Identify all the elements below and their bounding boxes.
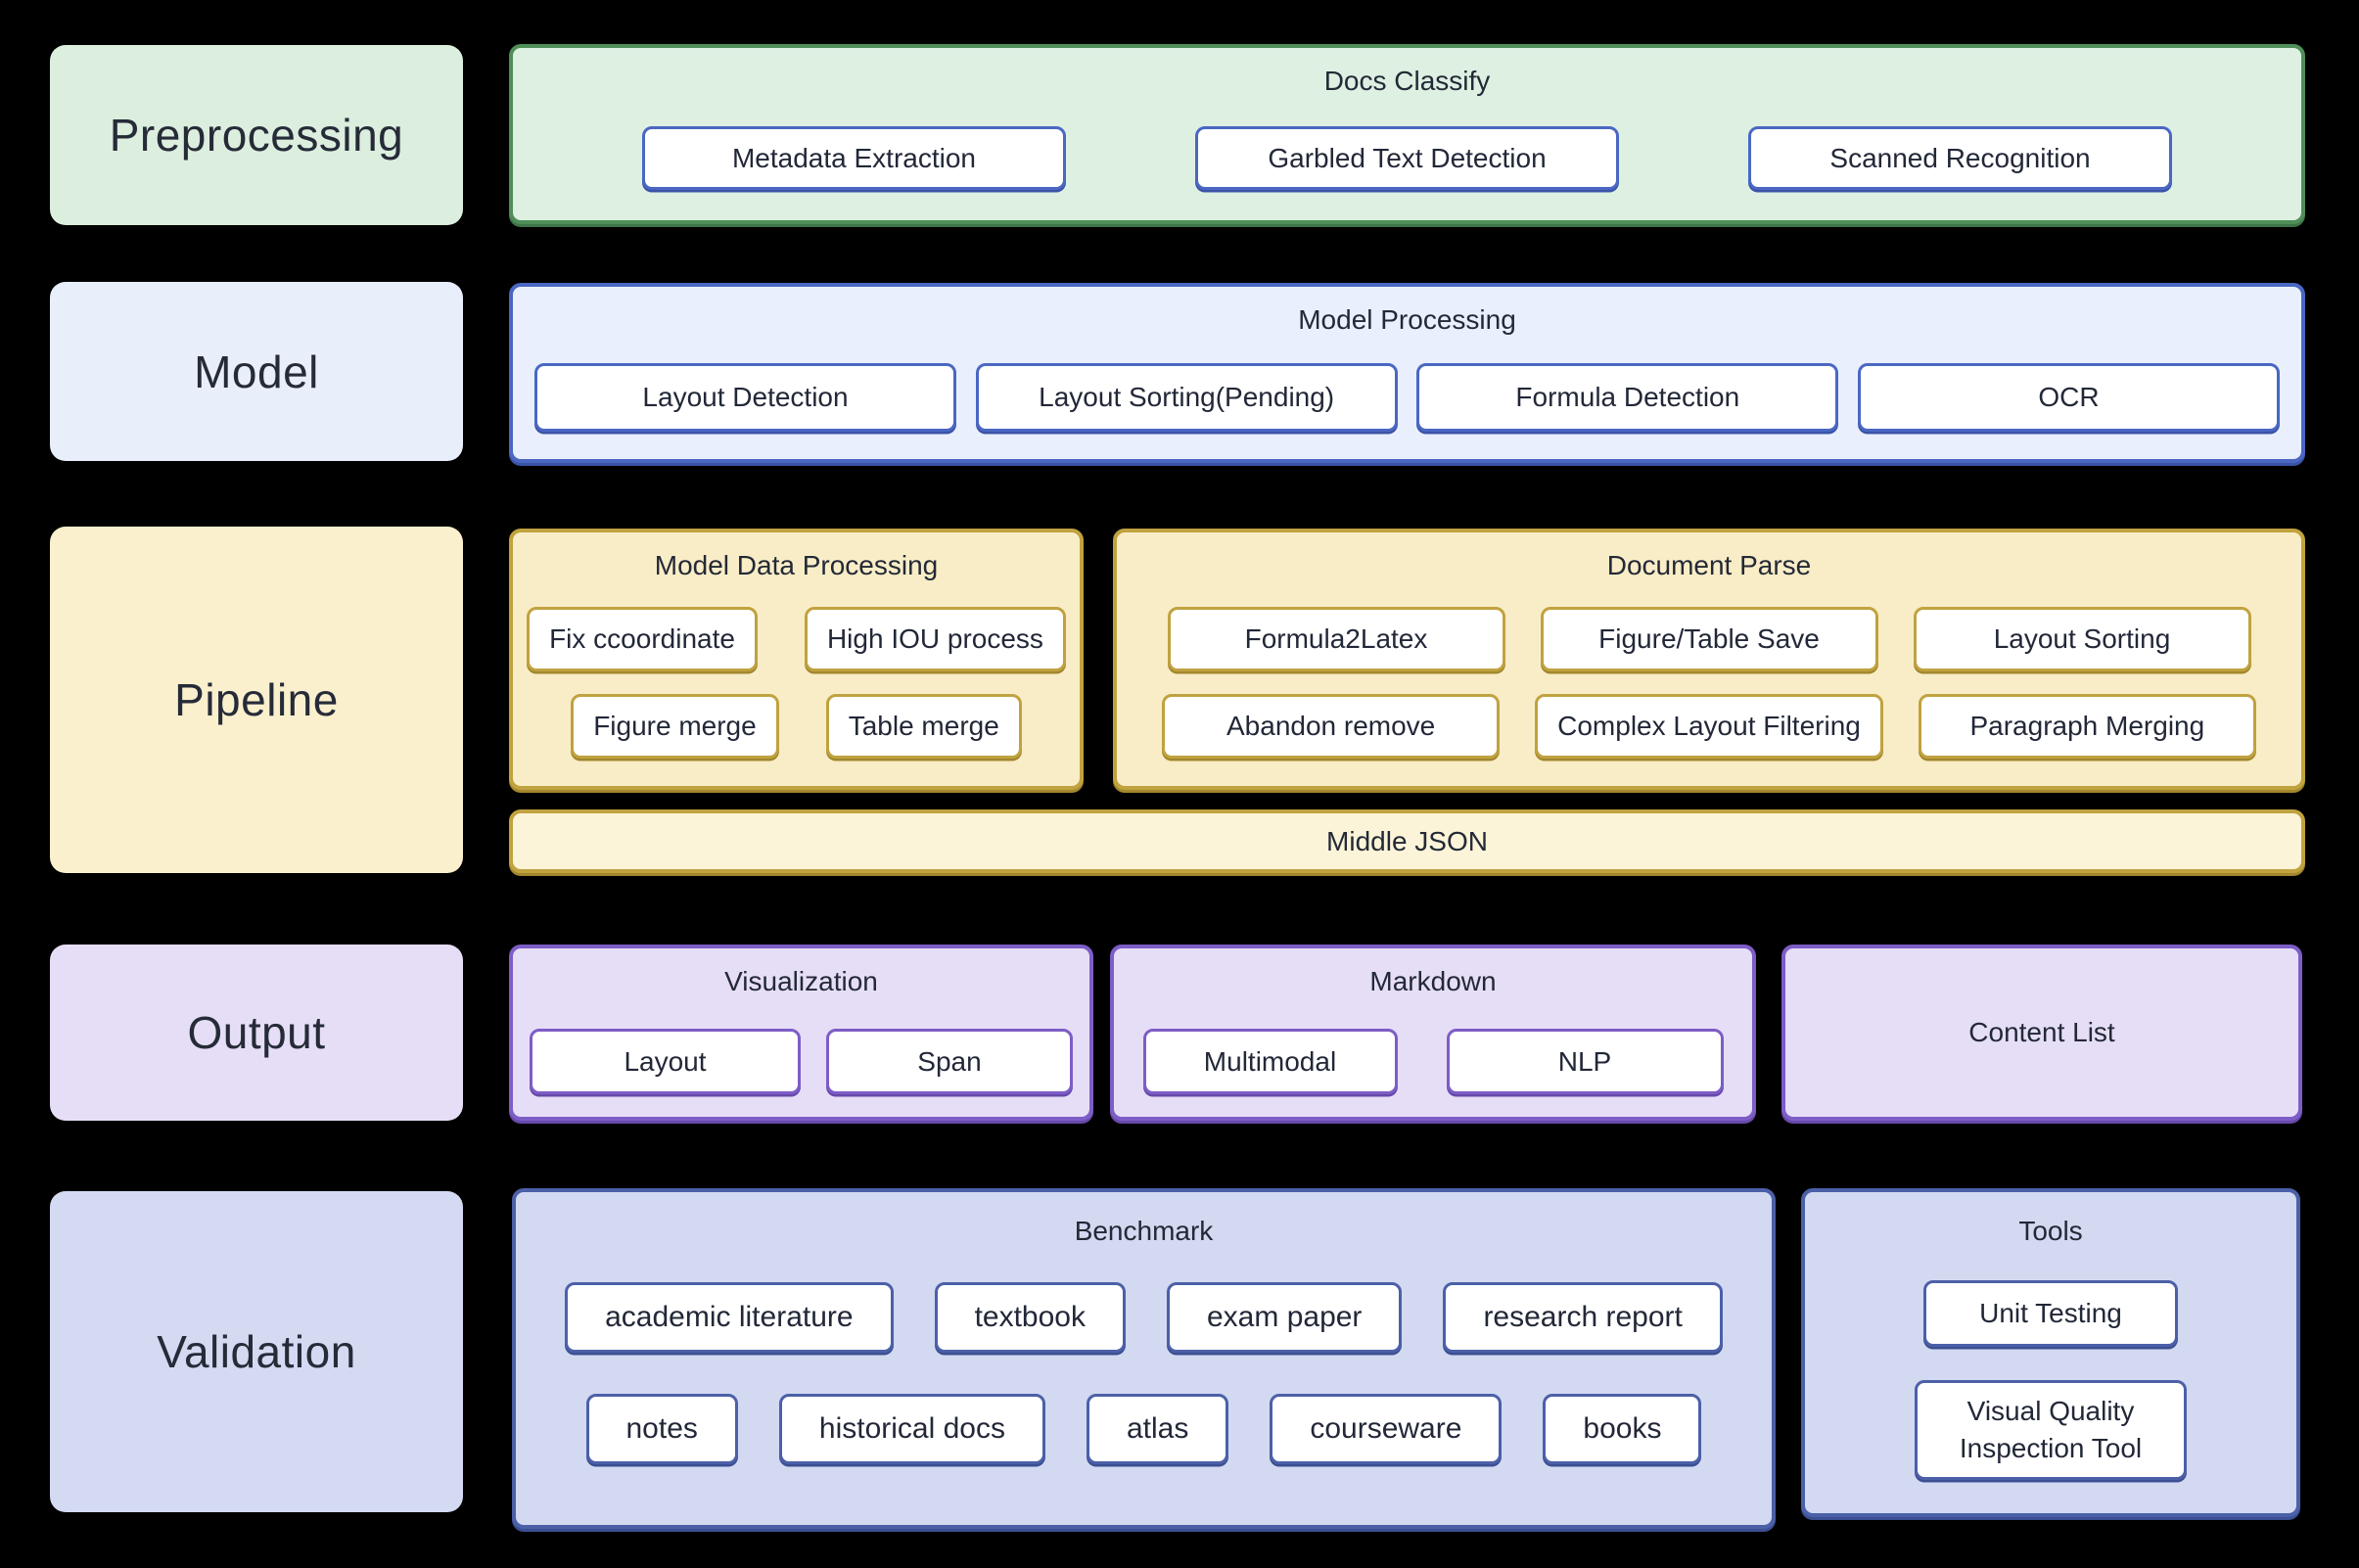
node-formula2latex: Formula2Latex bbox=[1167, 607, 1505, 671]
group-docs-classify: Docs Classify Metadata Extraction Garble… bbox=[509, 44, 2305, 224]
group-model-processing: Model Processing Layout Detection Layout… bbox=[509, 283, 2305, 463]
document-parse-row-2: Abandon remove Complex Layout Filtering … bbox=[1117, 694, 2301, 759]
benchmark-row-1: academic literature textbook exam paper … bbox=[516, 1282, 1772, 1353]
stage-label-pipeline: Pipeline bbox=[50, 527, 463, 873]
model-processing-row: Layout Detection Layout Sorting(Pending)… bbox=[513, 363, 2301, 432]
group-title-markdown: Markdown bbox=[1369, 966, 1497, 996]
node-books: books bbox=[1543, 1394, 1702, 1464]
group-model-data-processing: Model Data Processing Fix ccoordinate Hi… bbox=[509, 529, 1084, 790]
node-textbook: textbook bbox=[934, 1282, 1126, 1353]
group-document-parse: Document Parse Formula2Latex Figure/Tabl… bbox=[1113, 529, 2305, 790]
node-layout-sorting: Layout Sorting bbox=[1913, 607, 2251, 671]
node-atlas: atlas bbox=[1086, 1394, 1229, 1464]
group-visualization: Visualization Layout Span bbox=[509, 945, 1093, 1121]
node-historical-docs: historical docs bbox=[778, 1394, 1045, 1464]
stage-label-validation: Validation bbox=[50, 1191, 463, 1512]
node-unit-testing: Unit Testing bbox=[1923, 1280, 2178, 1347]
node-ocr: OCR bbox=[1857, 363, 2280, 432]
node-scanned-recognition: Scanned Recognition bbox=[1748, 126, 2172, 190]
node-visual-quality-inspection-tool: Visual Quality Inspection Tool bbox=[1915, 1380, 2187, 1480]
node-high-iou-process: High IOU process bbox=[804, 607, 1066, 671]
node-paragraph-merging: Paragraph Merging bbox=[1918, 694, 2256, 759]
stage-label-output: Output bbox=[50, 945, 463, 1121]
node-academic-literature: academic literature bbox=[565, 1282, 894, 1353]
node-figure-table-save: Figure/Table Save bbox=[1540, 607, 1878, 671]
node-fix-ccoordinate: Fix ccoordinate bbox=[527, 607, 758, 671]
node-multimodal: Multimodal bbox=[1142, 1029, 1398, 1094]
node-formula-detection: Formula Detection bbox=[1416, 363, 1839, 432]
node-span: Span bbox=[826, 1029, 1073, 1094]
node-notes: notes bbox=[585, 1394, 738, 1464]
node-research-report: research report bbox=[1443, 1282, 1723, 1353]
group-markdown: Markdown Multimodal NLP bbox=[1110, 945, 1756, 1121]
group-title-document-parse: Document Parse bbox=[1606, 550, 1812, 580]
model-data-processing-row-1: Fix ccoordinate High IOU process bbox=[513, 607, 1080, 671]
model-data-processing-row-2: Figure merge Table merge bbox=[513, 694, 1080, 759]
group-title-model-data-processing: Model Data Processing bbox=[654, 550, 939, 580]
group-tools: Tools Unit Testing Visual Quality Inspec… bbox=[1801, 1188, 2300, 1517]
node-courseware: courseware bbox=[1270, 1394, 1503, 1464]
benchmark-row-2: notes historical docs atlas courseware b… bbox=[516, 1394, 1772, 1464]
group-middle-json: Middle JSON bbox=[509, 809, 2305, 873]
group-title-content-list: Content List bbox=[1968, 1017, 2115, 1047]
node-garbled-text-detection: Garbled Text Detection bbox=[1195, 126, 1619, 190]
node-exam-paper: exam paper bbox=[1167, 1282, 1403, 1353]
node-table-merge: Table merge bbox=[825, 694, 1022, 759]
group-title-model-processing: Model Processing bbox=[1298, 304, 1516, 335]
group-title-docs-classify: Docs Classify bbox=[1323, 66, 1491, 96]
group-content-list: Content List bbox=[1781, 945, 2302, 1121]
group-title-tools: Tools bbox=[2018, 1216, 2083, 1246]
node-complex-layout-filtering: Complex Layout Filtering bbox=[1535, 694, 1883, 759]
node-metadata-extraction: Metadata Extraction bbox=[642, 126, 1066, 190]
group-title-benchmark: Benchmark bbox=[1074, 1216, 1214, 1246]
node-abandon-remove: Abandon remove bbox=[1162, 694, 1501, 759]
middle-json-label: Middle JSON bbox=[1326, 825, 1488, 856]
node-figure-merge: Figure merge bbox=[571, 694, 779, 759]
visualization-row: Layout Span bbox=[513, 1029, 1089, 1094]
node-nlp: NLP bbox=[1446, 1029, 1724, 1094]
node-layout: Layout bbox=[530, 1029, 801, 1094]
node-layout-detection: Layout Detection bbox=[534, 363, 956, 432]
group-benchmark: Benchmark academic literature textbook e… bbox=[512, 1188, 1776, 1529]
tools-column: Unit Testing Visual Quality Inspection T… bbox=[1915, 1280, 2187, 1480]
group-title-visualization: Visualization bbox=[724, 966, 878, 996]
markdown-row: Multimodal NLP bbox=[1114, 1029, 1752, 1094]
document-parse-row-1: Formula2Latex Figure/Table Save Layout S… bbox=[1117, 607, 2301, 671]
stage-label-model: Model bbox=[50, 282, 463, 461]
stage-label-preprocessing: Preprocessing bbox=[50, 45, 463, 225]
docs-classify-row: Metadata Extraction Garbled Text Detecti… bbox=[513, 126, 2301, 190]
node-layout-sorting-pending: Layout Sorting(Pending) bbox=[975, 363, 1398, 432]
